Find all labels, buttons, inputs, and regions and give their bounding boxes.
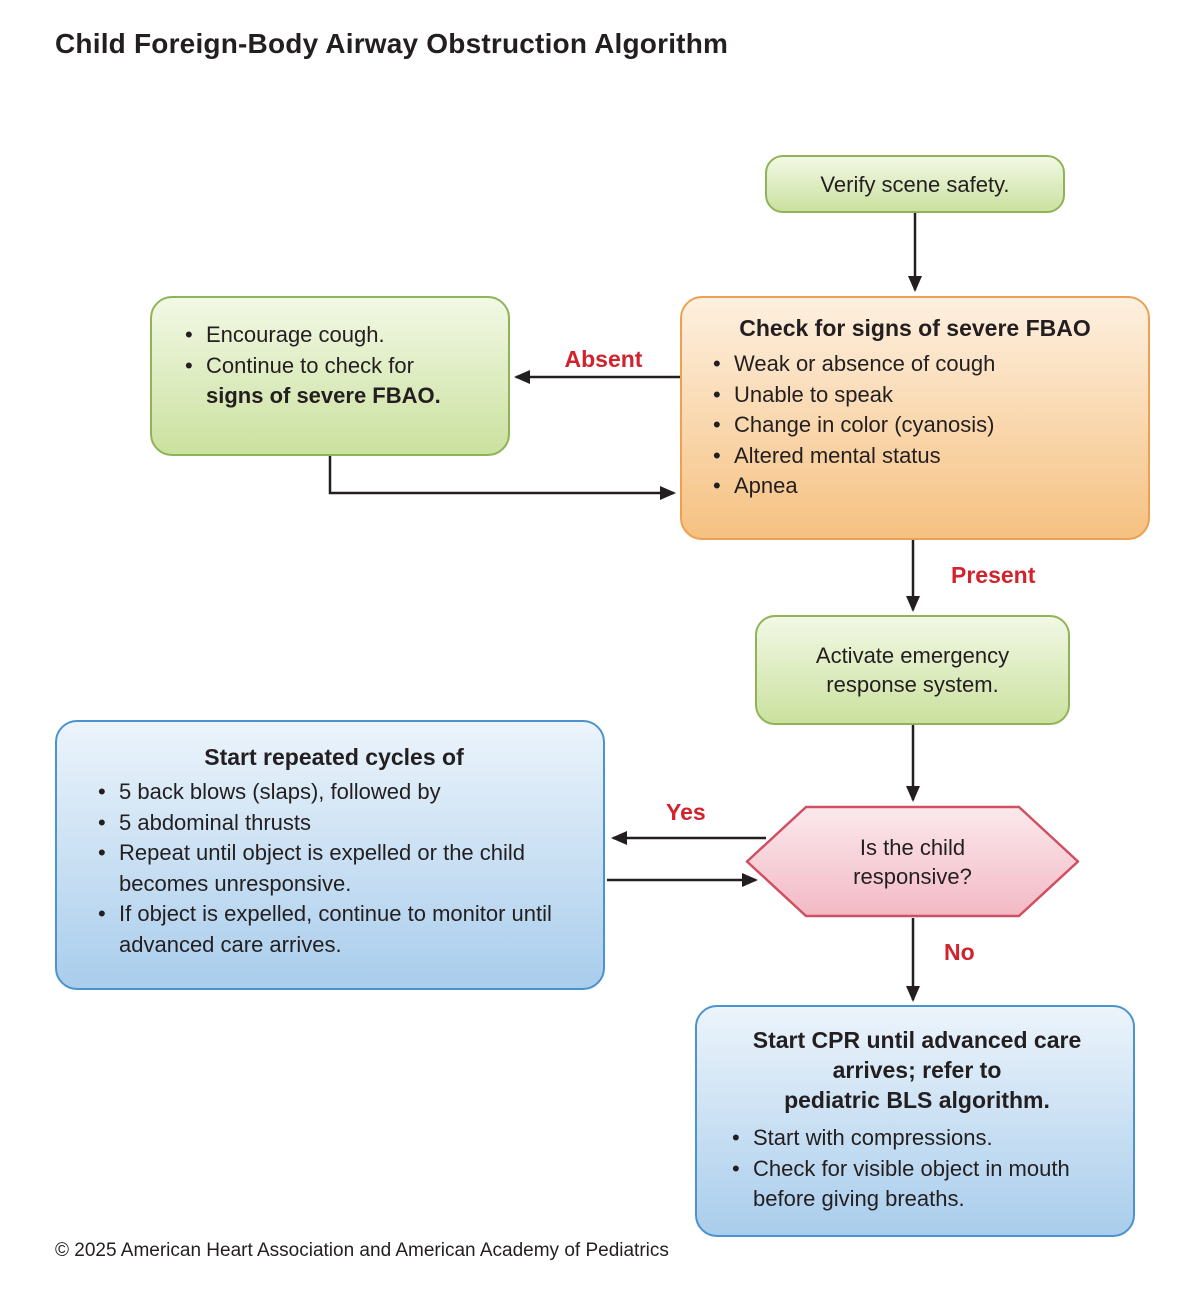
edge-label-present: Present xyxy=(951,562,1036,588)
node-title: Check for signs of severe FBAO xyxy=(739,315,1091,341)
list-item: Start with compressions. xyxy=(727,1123,1107,1154)
node-title-line: arrives; refer to xyxy=(832,1057,1002,1083)
decision-text-line: Is the child xyxy=(859,834,966,860)
node-check-severe-fbao: Check for signs of severe FBAO Weak or a… xyxy=(680,296,1150,540)
list-item: Check for visible object in mouth before… xyxy=(727,1154,1107,1215)
repeated-cycles-list: 5 back blows (slaps), followed by 5 abdo… xyxy=(93,777,575,960)
list-item-text: Continue to check for xyxy=(206,352,414,378)
node-text: Verify scene safety. xyxy=(820,171,1010,197)
node-activate-emergency-response: Activate emergency response system. xyxy=(755,615,1070,725)
encourage-cough-list: Encourage cough. Continue to check for si… xyxy=(180,320,488,412)
copyright-footer: © 2025 American Heart Association and Am… xyxy=(55,1240,669,1261)
fbao-signs-list: Weak or absence of cough Unable to speak… xyxy=(708,349,1122,502)
node-encourage-cough: Encourage cough. Continue to check for si… xyxy=(150,296,510,456)
list-item: Repeat until object is expelled or the c… xyxy=(93,838,575,899)
list-item-bold-text: signs of severe FBAO. xyxy=(206,383,441,408)
list-item: Unable to speak xyxy=(708,380,1122,411)
list-item: Apnea xyxy=(708,471,1122,502)
node-title-line: pediatric BLS algorithm. xyxy=(784,1087,1050,1113)
list-item: 5 back blows (slaps), followed by xyxy=(93,777,575,808)
node-title: Start CPR until advanced care arrives; r… xyxy=(727,1025,1107,1115)
node-title: Start repeated cycles of xyxy=(204,744,464,770)
list-item: Weak or absence of cough xyxy=(708,349,1122,380)
list-item: If object is expelled, continue to monit… xyxy=(93,899,575,960)
edge-label-absent: Absent xyxy=(564,346,643,372)
node-text-line: response system. xyxy=(826,672,999,697)
node-start-cpr: Start CPR until advanced care arrives; r… xyxy=(695,1005,1135,1237)
node-verify-scene-safety: Verify scene safety. xyxy=(765,155,1065,213)
list-item: Encourage cough. xyxy=(180,320,488,351)
start-cpr-list: Start with compressions. Check for visib… xyxy=(727,1123,1107,1215)
list-item: Change in color (cyanosis) xyxy=(708,410,1122,441)
list-item: Altered mental status xyxy=(708,441,1122,472)
page-title: Child Foreign-Body Airway Obstruction Al… xyxy=(55,28,729,59)
edge-label-no: No xyxy=(944,939,975,965)
node-title-line: Start CPR until advanced care xyxy=(752,1027,1082,1053)
decision-child-responsive: Is the child responsive? xyxy=(745,805,1080,918)
list-item: 5 abdominal thrusts xyxy=(93,808,575,839)
decision-text: Is the child responsive? xyxy=(745,805,1080,918)
decision-text-line: responsive? xyxy=(853,863,972,889)
arrow-encourage-back-to-check xyxy=(328,456,676,500)
node-repeated-cycles: Start repeated cycles of 5 back blows (s… xyxy=(55,720,605,990)
edge-label-yes: Yes xyxy=(666,799,706,825)
list-item: Continue to check for signs of severe FBA… xyxy=(180,351,488,412)
node-text-line: Activate emergency xyxy=(815,643,1010,668)
decision-hexagon-shape xyxy=(745,805,1080,918)
